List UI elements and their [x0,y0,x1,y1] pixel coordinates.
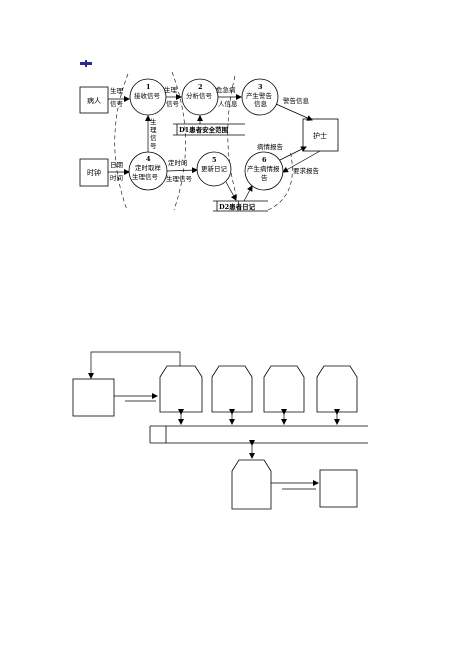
right-block [319,469,358,508]
process-3: 3 产生警告 信息 [241,78,279,116]
process-1-number: 1 [146,83,151,91]
flow-p4-to-p5 [166,167,198,174]
store-block-1 [159,365,203,413]
process-6: 6 产生病情报 告 [244,151,284,191]
process-1: 1 接收信号 [129,78,167,116]
flow-request-label: 要求报告 [293,166,320,175]
flow-p1p2-label-b: 信号 [166,99,180,108]
data-store-d2-label: D2患者日记 [219,202,256,211]
clock-entity-label: 时钟 [87,168,101,177]
bus-bar [149,425,368,444]
flow-d2-to-p6 [243,185,253,202]
data-store-d1-label: D1患者安全范围 [179,125,229,134]
feedback-line [88,351,181,379]
process-4-label-line2: 生理信号 [132,172,159,181]
flow-vertical-char-1: 生 [150,117,157,126]
flow-vertical-char-3: 信 [150,133,157,142]
lower-store-block [231,459,272,510]
process-3-label: 产生警告 [246,91,273,100]
process-6-label-line2: 告 [261,173,268,182]
flow-vertical-char-2: 理 [150,126,157,134]
process-2-number: 2 [198,83,203,91]
flow-p1p2-label-a: 生理 [164,85,178,94]
process-3-number: 3 [258,83,263,91]
process-5: 5 更新日记 [196,151,232,187]
flow-vertical-char-4: 号 [150,142,157,150]
data-store-d1: D1患者安全范围 [173,123,245,136]
data-flow-diagram: 病人 时钟 护士 1 接收信号 2 分析信号 3 产生警告 信息 4 定时取样 … [79,71,339,212]
process-4-label: 定时取样 [135,163,162,172]
flow-p3-to-nurse [275,103,313,121]
flow-p6-to-nurse [279,146,307,161]
flow-date-label-b: 时间 [110,173,123,182]
flow-physio-label-a: 生理 [110,86,124,95]
process-6-number: 6 [262,156,267,164]
process-5-number: 5 [212,156,217,164]
data-store-d2: D2患者日记 [213,200,268,212]
process-2-label: 分析信号 [186,91,213,100]
boundary-curve-center [171,71,186,211]
flow-warning-label: 警告信息 [283,96,310,105]
clock-entity [79,158,109,187]
boundary-curve-right [267,149,293,211]
process-3-label-line2: 信息 [254,99,268,108]
patient-entity [79,86,109,114]
flow-danger-label-b: 人信息 [218,99,238,108]
process-4-number: 4 [146,155,151,163]
store-block-4 [316,365,358,413]
flow-timed-label-a: 定时的 [168,158,188,167]
flow-nurse-to-p6 [282,150,321,173]
process-5-label: 更新日记 [201,164,228,173]
flow-physio-label-b: 信号 [110,99,124,108]
left-block [72,378,115,417]
flow-report-label: 病情报告 [257,142,284,151]
flow-p5-to-d2 [225,181,237,201]
store-block-3 [263,365,305,413]
process-6-label: 产生病情报 [247,164,280,173]
flow-date-label-a: 日期 [110,161,124,169]
process-4: 4 定时取样 生理信号 [128,151,168,191]
flow-danger-label-a: 危急病 [216,85,236,94]
process-2: 2 分析信号 [181,78,219,116]
flow-timed-label-b: 生理信号 [166,174,193,183]
patient-entity-label: 病人 [87,96,101,105]
nurse-entity-label: 护士 [313,131,327,140]
nurse-entity [302,118,339,152]
boundary-curve-mid [227,75,242,211]
header-mark-icon [80,60,92,67]
store-block-2 [211,365,253,413]
process-1-label: 接收信号 [134,91,161,100]
block-diagram [72,351,368,510]
boundary-curve-left [114,73,129,211]
